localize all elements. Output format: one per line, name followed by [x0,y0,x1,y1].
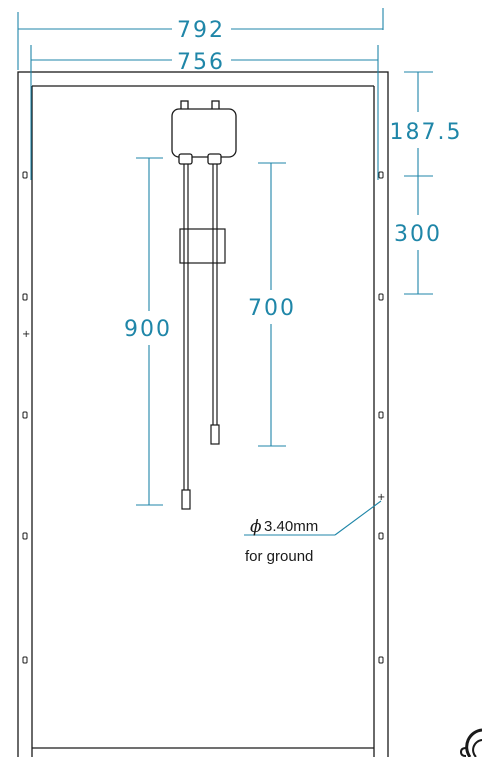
mounting-hole [22,293,28,301]
mounting-hole [378,293,384,301]
ground-hole-purpose: for ground [245,548,313,565]
dim-cable-long-label: 900 [124,317,172,342]
mounting-hole [378,656,384,664]
mounting-hole [378,532,384,540]
ground-leader-diagonal [334,500,382,536]
ground-note: ϕ 3.40mm for ground [245,517,318,565]
mounting-hole [378,171,384,179]
cable-clip [179,228,226,264]
dim-top-offset-label: 187.5 [390,120,463,145]
cables [183,164,218,490]
frame-outer [17,71,389,757]
mounting-hole [378,411,384,419]
mounting-hole [22,656,28,664]
cert-logo-letter [459,747,467,757]
dim-cable-short-label: 700 [248,296,296,321]
ground-mark-right: + [377,492,385,503]
dim-hole-spacing-label: 300 [394,222,442,247]
cable-plug-long [181,489,191,510]
cable-plug-short [210,424,220,445]
dimension-lines [17,8,433,536]
mounting-hole [22,411,28,419]
diameter-icon: ϕ [250,517,262,537]
dim-frame-width-label: 756 [177,50,225,75]
junction-box [171,100,237,165]
cert-logo-ring [465,728,482,757]
left-mounting-holes [22,171,28,664]
dimension-labels: 792 756 187.5 300 900 700 [124,18,463,342]
ground-mark-left: + [22,329,30,340]
panel-frame [17,71,389,757]
mounting-hole [22,171,28,179]
ground-hole-diameter: 3.40mm [264,518,318,535]
connector-left [178,153,193,165]
dim-overall-width-label: 792 [177,18,225,43]
junction-box-body [171,108,237,158]
connector-right [207,153,222,165]
certification-logo [459,728,482,757]
mounting-hole [22,532,28,540]
right-mounting-holes [378,171,384,664]
cert-logo-ring-inner [472,739,482,757]
